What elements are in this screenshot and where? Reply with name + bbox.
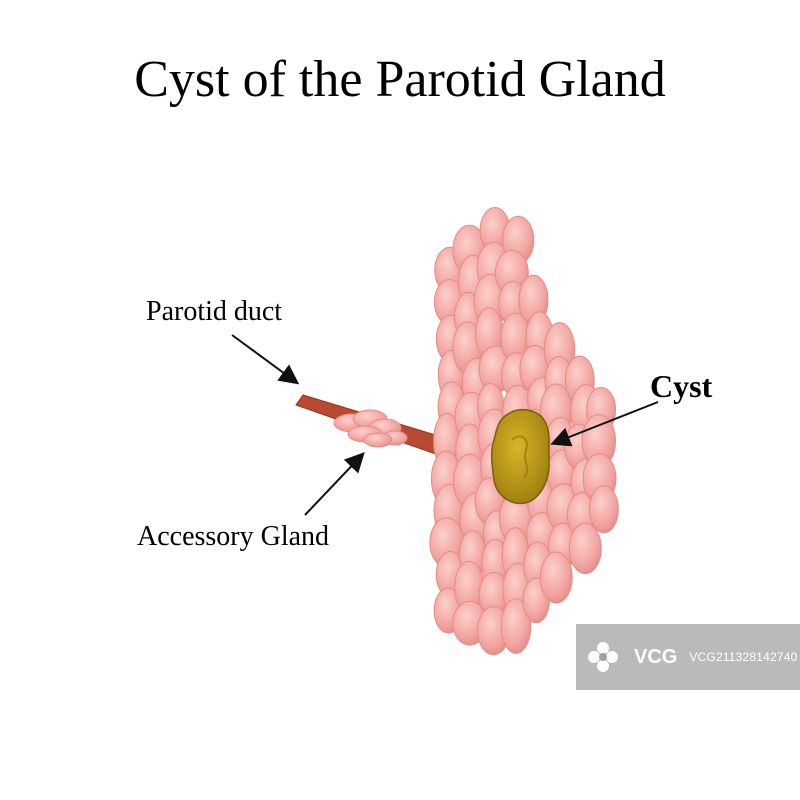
label-accessory-gland: Accessory Gland <box>137 521 330 552</box>
accessory-gland <box>333 409 408 448</box>
parotid-duct-arrow <box>231 334 300 385</box>
watermark: VCG VCG211328142740 <box>576 624 800 690</box>
gland-lobule <box>589 485 619 534</box>
label-cyst: Cyst <box>650 368 713 404</box>
diagram-title: Cyst of the Parotid Gland <box>134 51 666 108</box>
gland-lobule <box>500 598 532 654</box>
gland-lobule <box>568 522 602 575</box>
cyst-arrow <box>550 401 659 447</box>
gland-lobule <box>539 551 573 604</box>
watermark-id: VCG211328142740 <box>689 650 798 664</box>
watermark-flower-icon <box>586 640 620 674</box>
parotid-gland-lobules <box>429 207 619 656</box>
cyst-mass <box>490 408 550 505</box>
label-parotid-duct: Parotid duct <box>146 296 283 327</box>
watermark-logo-text: VCG <box>634 645 678 668</box>
cyst-fold <box>511 435 529 479</box>
accessory-gland-arrow <box>304 452 365 516</box>
